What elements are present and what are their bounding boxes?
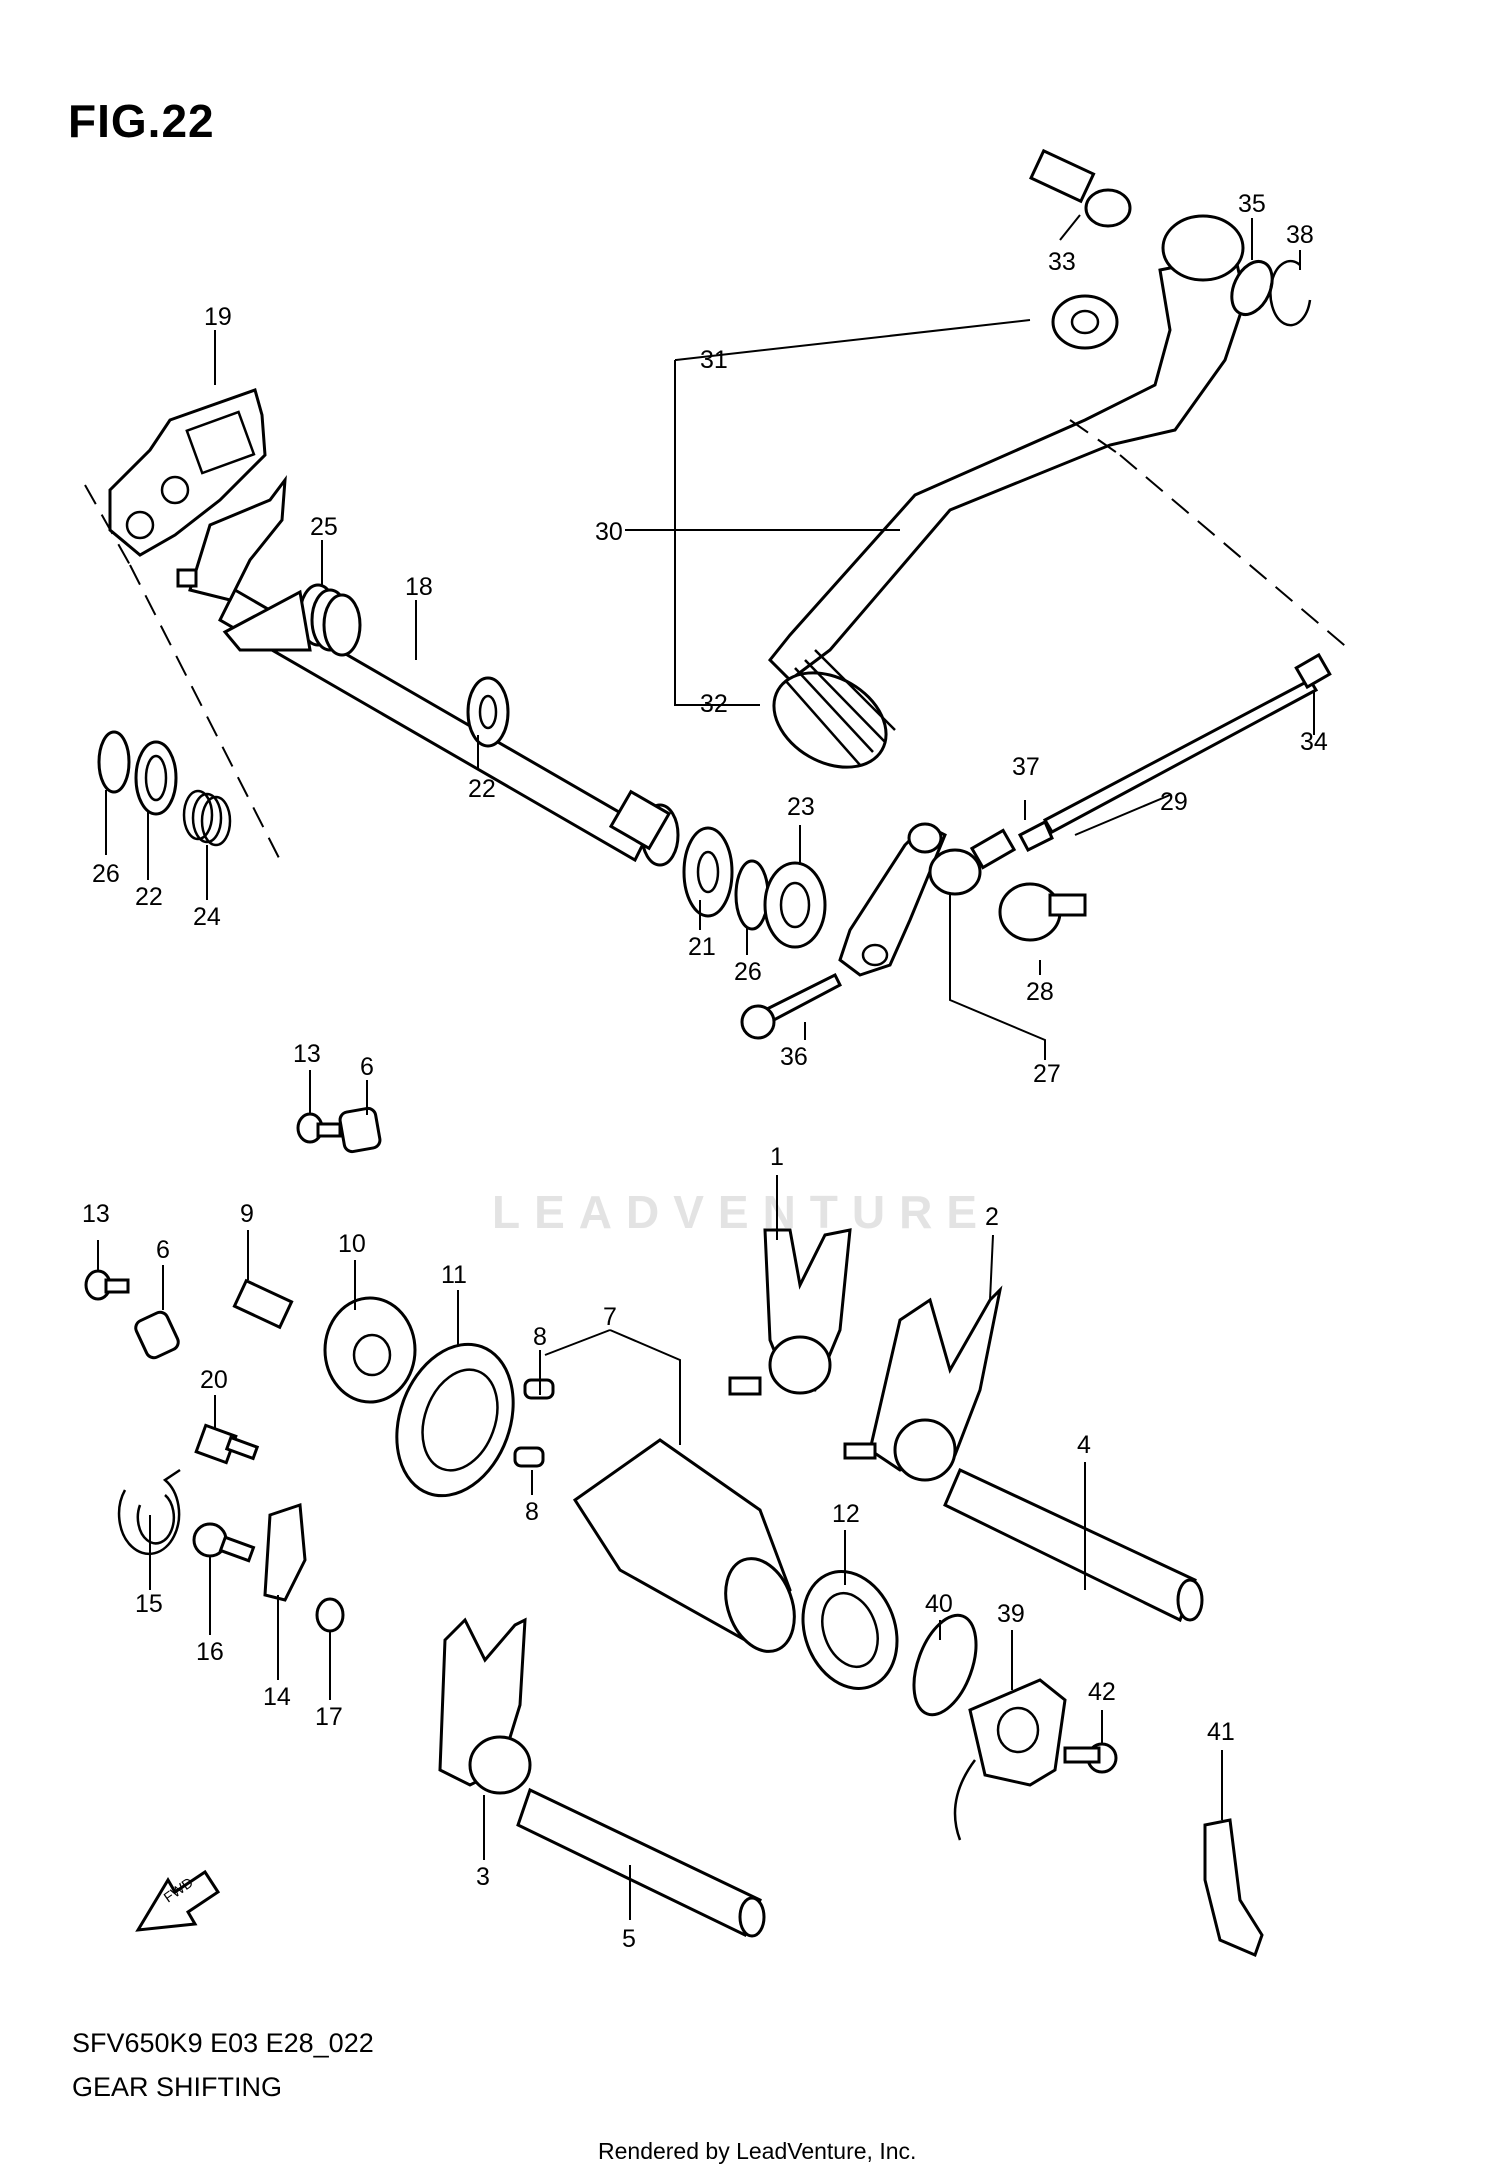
callout-4: 4 (1077, 1431, 1091, 1459)
callout-15: 15 (135, 1590, 163, 1618)
washer-clip-drawing (1230, 259, 1312, 327)
shift-forks-drawing (438, 1228, 1003, 1795)
callout-10: 10 (338, 1230, 366, 1258)
watermark-text: LEADVENTURE (492, 1186, 992, 1238)
callout-33: 33 (1048, 248, 1076, 276)
callout-28: 28 (1026, 978, 1054, 1006)
callout-11: 11 (441, 1261, 467, 1289)
callout-9: 9 (240, 1200, 254, 1228)
sensor-and-bracket-drawing (953, 1678, 1264, 1958)
callout-31: 31 (700, 346, 728, 374)
shift-lever-drawing (767, 214, 1247, 769)
callout-24: 24 (193, 903, 221, 931)
callout-26b: 26 (734, 958, 762, 986)
callout-25: 25 (310, 513, 338, 541)
render-credit: Rendered by LeadVenture, Inc. (598, 2138, 917, 2164)
callout-39: 39 (997, 1600, 1025, 1628)
callout-13b: 13 (82, 1200, 110, 1228)
part-title: GEAR SHIFTING (72, 2072, 283, 2102)
link-arm-drawing (838, 822, 982, 977)
callout-23: 23 (787, 793, 815, 821)
callout-6b: 6 (156, 1236, 170, 1264)
lower-left-small-parts (84, 1106, 417, 1633)
part-code: SFV650K9 E03 E28_022 (72, 2028, 374, 2058)
callout-29: 29 (1160, 788, 1188, 816)
figure-title: FIG.22 (68, 95, 215, 147)
callout-22a: 22 (468, 775, 496, 803)
callout-2: 2 (985, 1203, 999, 1231)
fork-shafts-drawing (516, 1467, 1204, 1938)
link-bolt-drawing (740, 972, 842, 1040)
callout-19: 19 (204, 303, 232, 331)
callout-3: 3 (476, 1863, 490, 1891)
callout-36: 36 (780, 1043, 808, 1071)
callout-30: 30 (595, 518, 623, 546)
fwd-arrow-icon: FWD (135, 1869, 221, 1932)
shift-arm-drawing (176, 474, 287, 602)
callout-35: 35 (1238, 190, 1266, 218)
callout-37: 37 (1012, 753, 1040, 781)
callout-12: 12 (832, 1500, 860, 1528)
callout-26a: 26 (92, 860, 120, 888)
shift-plate-drawing (108, 388, 267, 557)
callout-1: 1 (770, 1143, 784, 1171)
callout-13a: 13 (293, 1040, 321, 1068)
callout-18: 18 (405, 573, 433, 601)
callout-41: 41 (1207, 1718, 1235, 1746)
callout-17: 17 (315, 1703, 343, 1731)
callout-6a: 6 (360, 1053, 374, 1081)
callout-38: 38 (1286, 221, 1314, 249)
shift-rod-drawing (969, 652, 1332, 870)
callout-27: 27 (1033, 1060, 1061, 1088)
callout-32: 32 (700, 690, 728, 718)
gearshift-shaft-drawing (218, 583, 680, 867)
callout-5: 5 (622, 1925, 636, 1953)
callout-34: 34 (1300, 728, 1328, 756)
ball-joint-drawing (998, 882, 1087, 942)
right-washers-drawing (682, 826, 827, 949)
callout-22b: 22 (135, 883, 163, 911)
callout-8a: 8 (533, 1323, 547, 1351)
callout-leader-lines (97, 214, 1315, 1920)
left-washers-drawing (97, 730, 232, 847)
callout-16: 16 (196, 1638, 224, 1666)
callout-20: 20 (200, 1366, 228, 1394)
callout-21: 21 (688, 933, 716, 961)
callout-40: 40 (925, 1590, 953, 1618)
pivot-bolt-drawing (1029, 148, 1132, 228)
callout-labels: 19 25 18 22 26 22 24 21 26 23 36 27 28 2… (82, 190, 1328, 1953)
callout-8b: 8 (525, 1498, 539, 1526)
bearing-and-drum-drawing (395, 1342, 978, 1717)
callout-7: 7 (603, 1303, 617, 1331)
reference-dashed-lines (84, 419, 1351, 861)
callout-14: 14 (263, 1683, 291, 1711)
callout-42: 42 (1088, 1678, 1116, 1706)
